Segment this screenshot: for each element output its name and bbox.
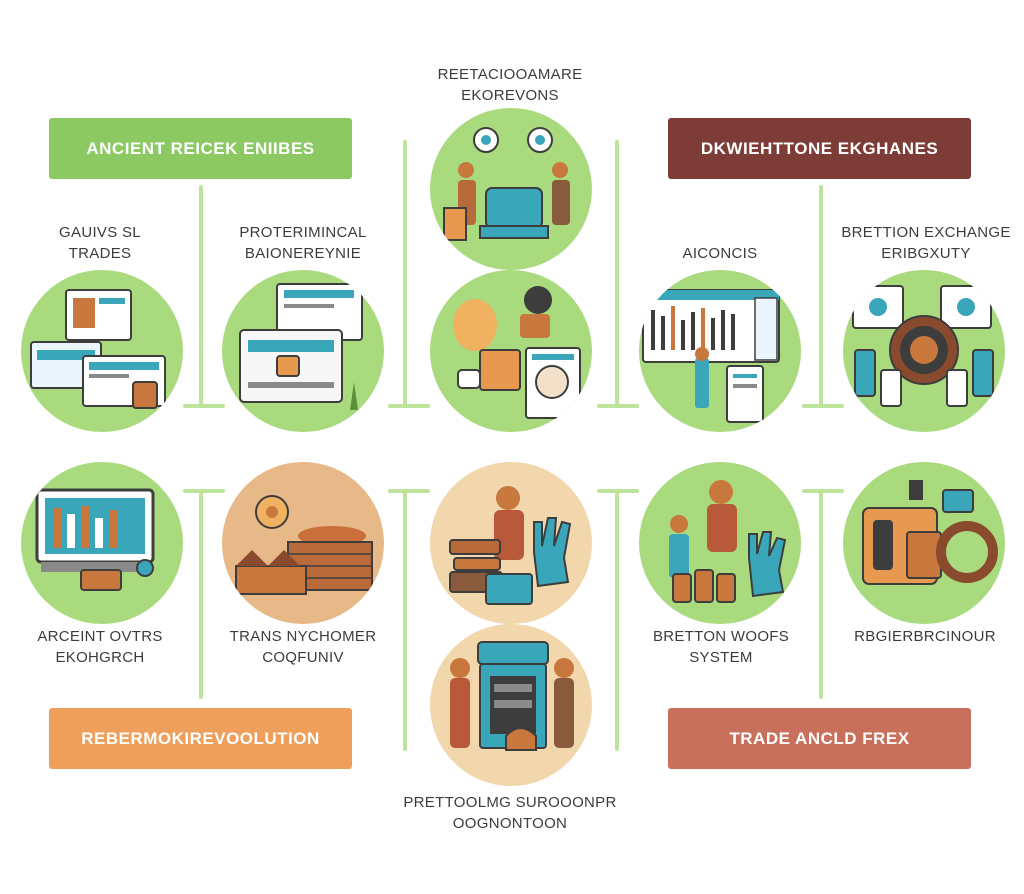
connector-line (403, 140, 407, 408)
stock-chart-icon (639, 270, 801, 432)
laptop-dashboard-art (35, 488, 155, 591)
coin-landscape-icon (222, 462, 384, 624)
workers-gear-art (862, 480, 998, 585)
box-exchanges: DKWIEHTTONE EKGHANES (668, 118, 971, 179)
connector-line (597, 489, 639, 493)
computer-screens-art (239, 283, 363, 410)
connector-line (199, 489, 203, 699)
connector-line (802, 489, 844, 493)
label-aiconcis: AICONCIS (650, 243, 790, 264)
connector-line (819, 489, 823, 699)
people-book-icon (430, 108, 592, 270)
label-proteriminal: PROTERIMINCAL BAIONEREYNIE (218, 222, 388, 264)
label-line: RBGIERBRCINOUR (854, 628, 996, 645)
label-line: ERIBGXUTY (881, 245, 971, 262)
label-line: ARCEINT OVTRS (37, 628, 163, 645)
connector-line (615, 140, 619, 408)
footer-title: PRETTOOLMG SUROOONPR OOGNONTOON (370, 792, 650, 834)
coin-landscape-art (235, 495, 373, 595)
label-line: GAUIVS SL (59, 224, 141, 241)
market-trade-icon (430, 270, 592, 432)
market-trade-art (453, 286, 581, 419)
header-line: EKOREVONS (461, 87, 559, 104)
label-line: TRADES (68, 245, 132, 262)
box-revolution: REBERMOKIREVOOLUTION (49, 708, 352, 769)
label-line: TRANS NYCHOMER (229, 628, 377, 645)
worker-glove-art (449, 486, 572, 605)
label-trades: GAUIVS SL TRADES (30, 222, 170, 264)
label-line: COQFUNIV (262, 649, 344, 666)
label-line: PROTERIMINCAL (239, 224, 367, 241)
label-line: BRETTION EXCHANGE (841, 224, 1011, 241)
footer-line: OOGNONTOON (452, 815, 568, 832)
machine-workers-art (450, 641, 574, 751)
connector-line (403, 489, 407, 751)
connector-line (183, 404, 225, 408)
box-ancient: ANCIENT REICEK ENIIBES (49, 118, 352, 179)
craftsman-icon (639, 462, 801, 624)
people-book-art (443, 127, 570, 241)
footer-line: PRETTOOLMG SUROOONPR (403, 794, 617, 811)
label-line: BRETTON WOOFS (652, 628, 790, 645)
label-line: BAIONEREYNIE (244, 245, 362, 262)
label-bretton-exchange: BRETTION EXCHANGE ERIBGXUTY (826, 222, 1024, 264)
connector-line (199, 185, 203, 407)
label-rbgierbr: RBGIERBRCINOUR (830, 626, 1020, 647)
connector-line (183, 489, 225, 493)
connector-line (388, 404, 430, 408)
box-trade-forex: TRADE ANCLD FREX (668, 708, 971, 769)
craftsman-art (669, 480, 787, 603)
computer-screens-icon (222, 270, 384, 432)
connector-line (615, 489, 619, 751)
laptop-dashboard-icon (21, 462, 183, 624)
machine-workers-icon (430, 624, 592, 786)
connector-line (819, 185, 823, 407)
header-line: REETACIOOAMARE (437, 66, 583, 83)
label-bretton-woods: BRETTON WOOFS SYSTEM (636, 626, 806, 668)
label-trans: TRANS NYCHOMER COQFUNIV (218, 626, 388, 668)
workers-gear-icon (843, 462, 1005, 624)
header-title: REETACIOOAMARE EKOREVONS (380, 64, 640, 106)
stock-chart-art (642, 289, 780, 423)
coin-dial-art (852, 285, 994, 407)
label-line: SYSTEM (689, 649, 753, 666)
coin-dial-icon (843, 270, 1005, 432)
tablet-cards-art (30, 289, 166, 409)
connector-line (597, 404, 639, 408)
label-arceint: ARCEINT OVTRS EKOHGRCH (20, 626, 180, 668)
label-line: EKOHGRCH (55, 649, 145, 666)
label-line: AICONCIS (682, 245, 758, 262)
worker-glove-icon (430, 462, 592, 624)
tablet-cards-icon (21, 270, 183, 432)
connector-line (388, 489, 430, 493)
connector-line (802, 404, 844, 408)
